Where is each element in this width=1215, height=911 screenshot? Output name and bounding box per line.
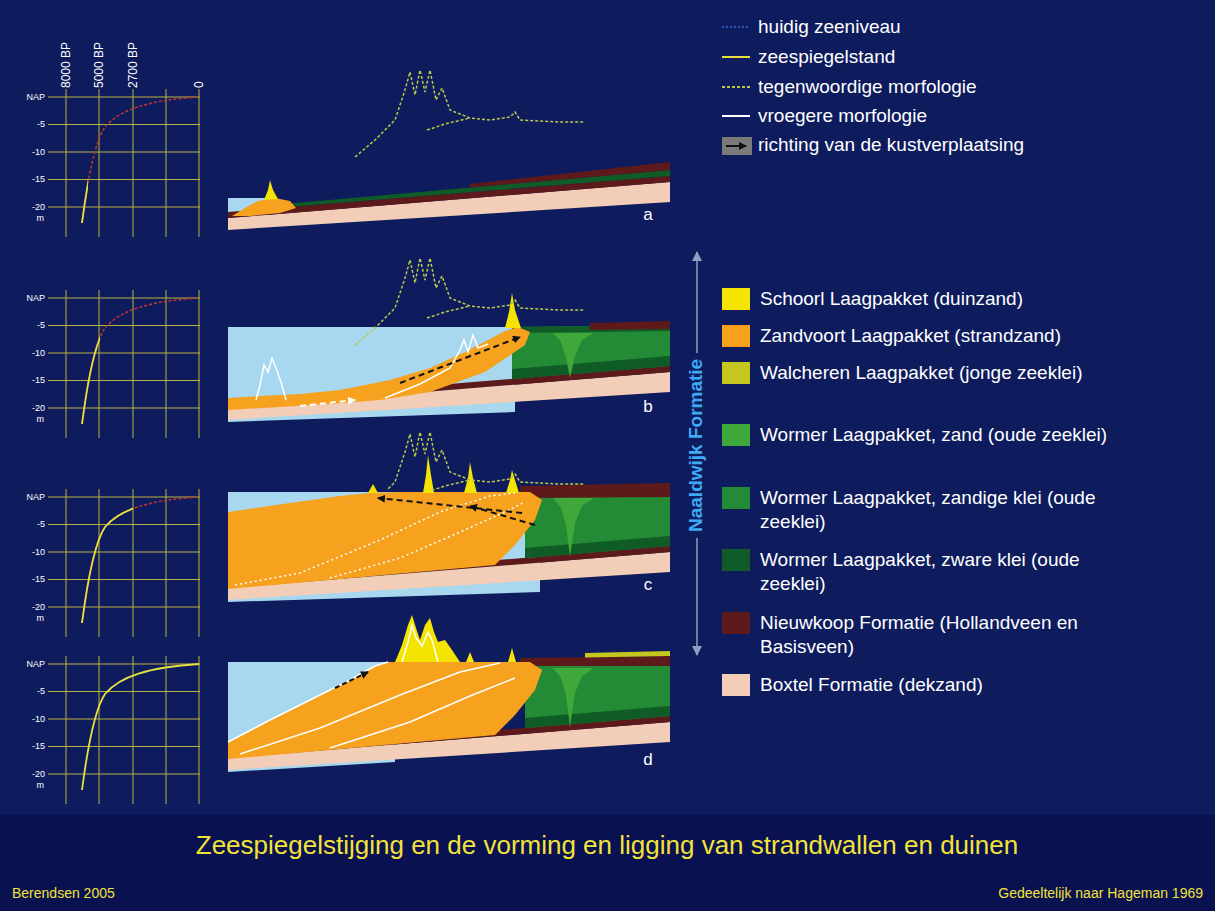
depth-tick: -20 <box>32 602 45 613</box>
depth-tick: -5 <box>37 686 45 697</box>
depth-tick: -5 <box>37 519 45 530</box>
depth-tick: -10 <box>32 714 45 725</box>
time-tick: 0 <box>192 81 206 88</box>
title-text: Zeespiegelstijging en de vorming en ligg… <box>196 830 1018 861</box>
depth-tick: -5 <box>37 320 45 331</box>
unit-label: m <box>37 613 45 624</box>
depth-tick: NAP <box>26 293 45 304</box>
cross-section <box>228 293 670 422</box>
legend-swatch <box>722 487 750 509</box>
depth-tick: -10 <box>32 348 45 359</box>
legend-swatch <box>722 674 750 696</box>
legend-swatch <box>722 612 750 634</box>
legend-label: Zandvoort Laagpakket (strandzand) <box>760 324 1140 348</box>
legend-label: huidig zeeniveau <box>758 15 901 39</box>
depth-tick: -15 <box>32 741 45 752</box>
legend-label: vroegere morfologie <box>758 104 927 128</box>
panel-letter: c <box>644 575 653 595</box>
panel-letter: d <box>643 750 652 770</box>
depth-tick: NAP <box>26 492 45 503</box>
legend-swatch <box>722 549 750 571</box>
unit-label: m <box>37 414 45 425</box>
depth-tick: -10 <box>32 547 45 558</box>
time-tick: 8000 BP <box>59 42 73 88</box>
legend-label: Wormer Laagpakket, zandige klei (oude ze… <box>760 486 1140 534</box>
legend-label: Schoorl Laagpakket (duinzand) <box>760 287 1140 311</box>
present-morphology <box>355 258 585 345</box>
legend-label: Nieuwkoop Formatie (Hollandveen en Basis… <box>760 611 1140 659</box>
footer-band <box>0 815 1215 911</box>
credit-text: Berendsen 2005 <box>12 885 115 902</box>
cross-section <box>228 615 670 772</box>
sea-level-graph <box>48 656 200 804</box>
unit-label: m <box>37 213 45 224</box>
depth-tick: -20 <box>32 403 45 414</box>
unit-label: m <box>37 780 45 791</box>
legend-swatch <box>722 288 750 310</box>
depth-tick: -15 <box>32 574 45 585</box>
formation-label: Naaldwijk Formatie <box>686 352 709 537</box>
depth-tick: -20 <box>32 202 45 213</box>
present-morphology <box>355 70 585 157</box>
time-tick: 5000 BP <box>92 42 106 88</box>
legend-label: Wormer Laagpakket, zware klei (oude zeek… <box>760 548 1140 596</box>
depth-tick: -5 <box>37 119 45 130</box>
legend-label: Wormer Laagpakket, zand (oude zeeklei) <box>760 423 1140 447</box>
legend-label: richting van de kustverplaatsing <box>758 133 1024 157</box>
legend-label: tegenwoordige morfologie <box>758 75 977 99</box>
sea-level-graph <box>48 489 200 637</box>
credit-text: Gedeeltelijk naar Hageman 1969 <box>998 885 1203 902</box>
legend-label: zeespiegelstand <box>758 45 895 69</box>
depth-tick: -10 <box>32 147 45 158</box>
time-tick: 2700 BP <box>126 42 140 88</box>
cross-section <box>228 455 670 602</box>
depth-tick: -20 <box>32 769 45 780</box>
legend-swatch <box>722 362 750 384</box>
panel-letter: a <box>643 205 652 225</box>
sea-level-graph <box>48 290 200 438</box>
panel-letter: b <box>643 397 652 417</box>
depth-tick: NAP <box>26 92 45 103</box>
legend-label: Boxtel Formatie (dekzand) <box>760 673 1140 697</box>
legend-samples <box>722 27 752 155</box>
legend-label: Walcheren Laagpakket (jonge zeeklei) <box>760 361 1140 385</box>
cross-section <box>228 162 670 230</box>
depth-tick: NAP <box>26 659 45 670</box>
sea-level-graph <box>48 89 200 237</box>
legend-swatch <box>722 325 750 347</box>
depth-tick: -15 <box>32 375 45 386</box>
depth-tick: -15 <box>32 174 45 185</box>
legend-swatch <box>722 424 750 446</box>
present-morphology <box>355 432 585 490</box>
